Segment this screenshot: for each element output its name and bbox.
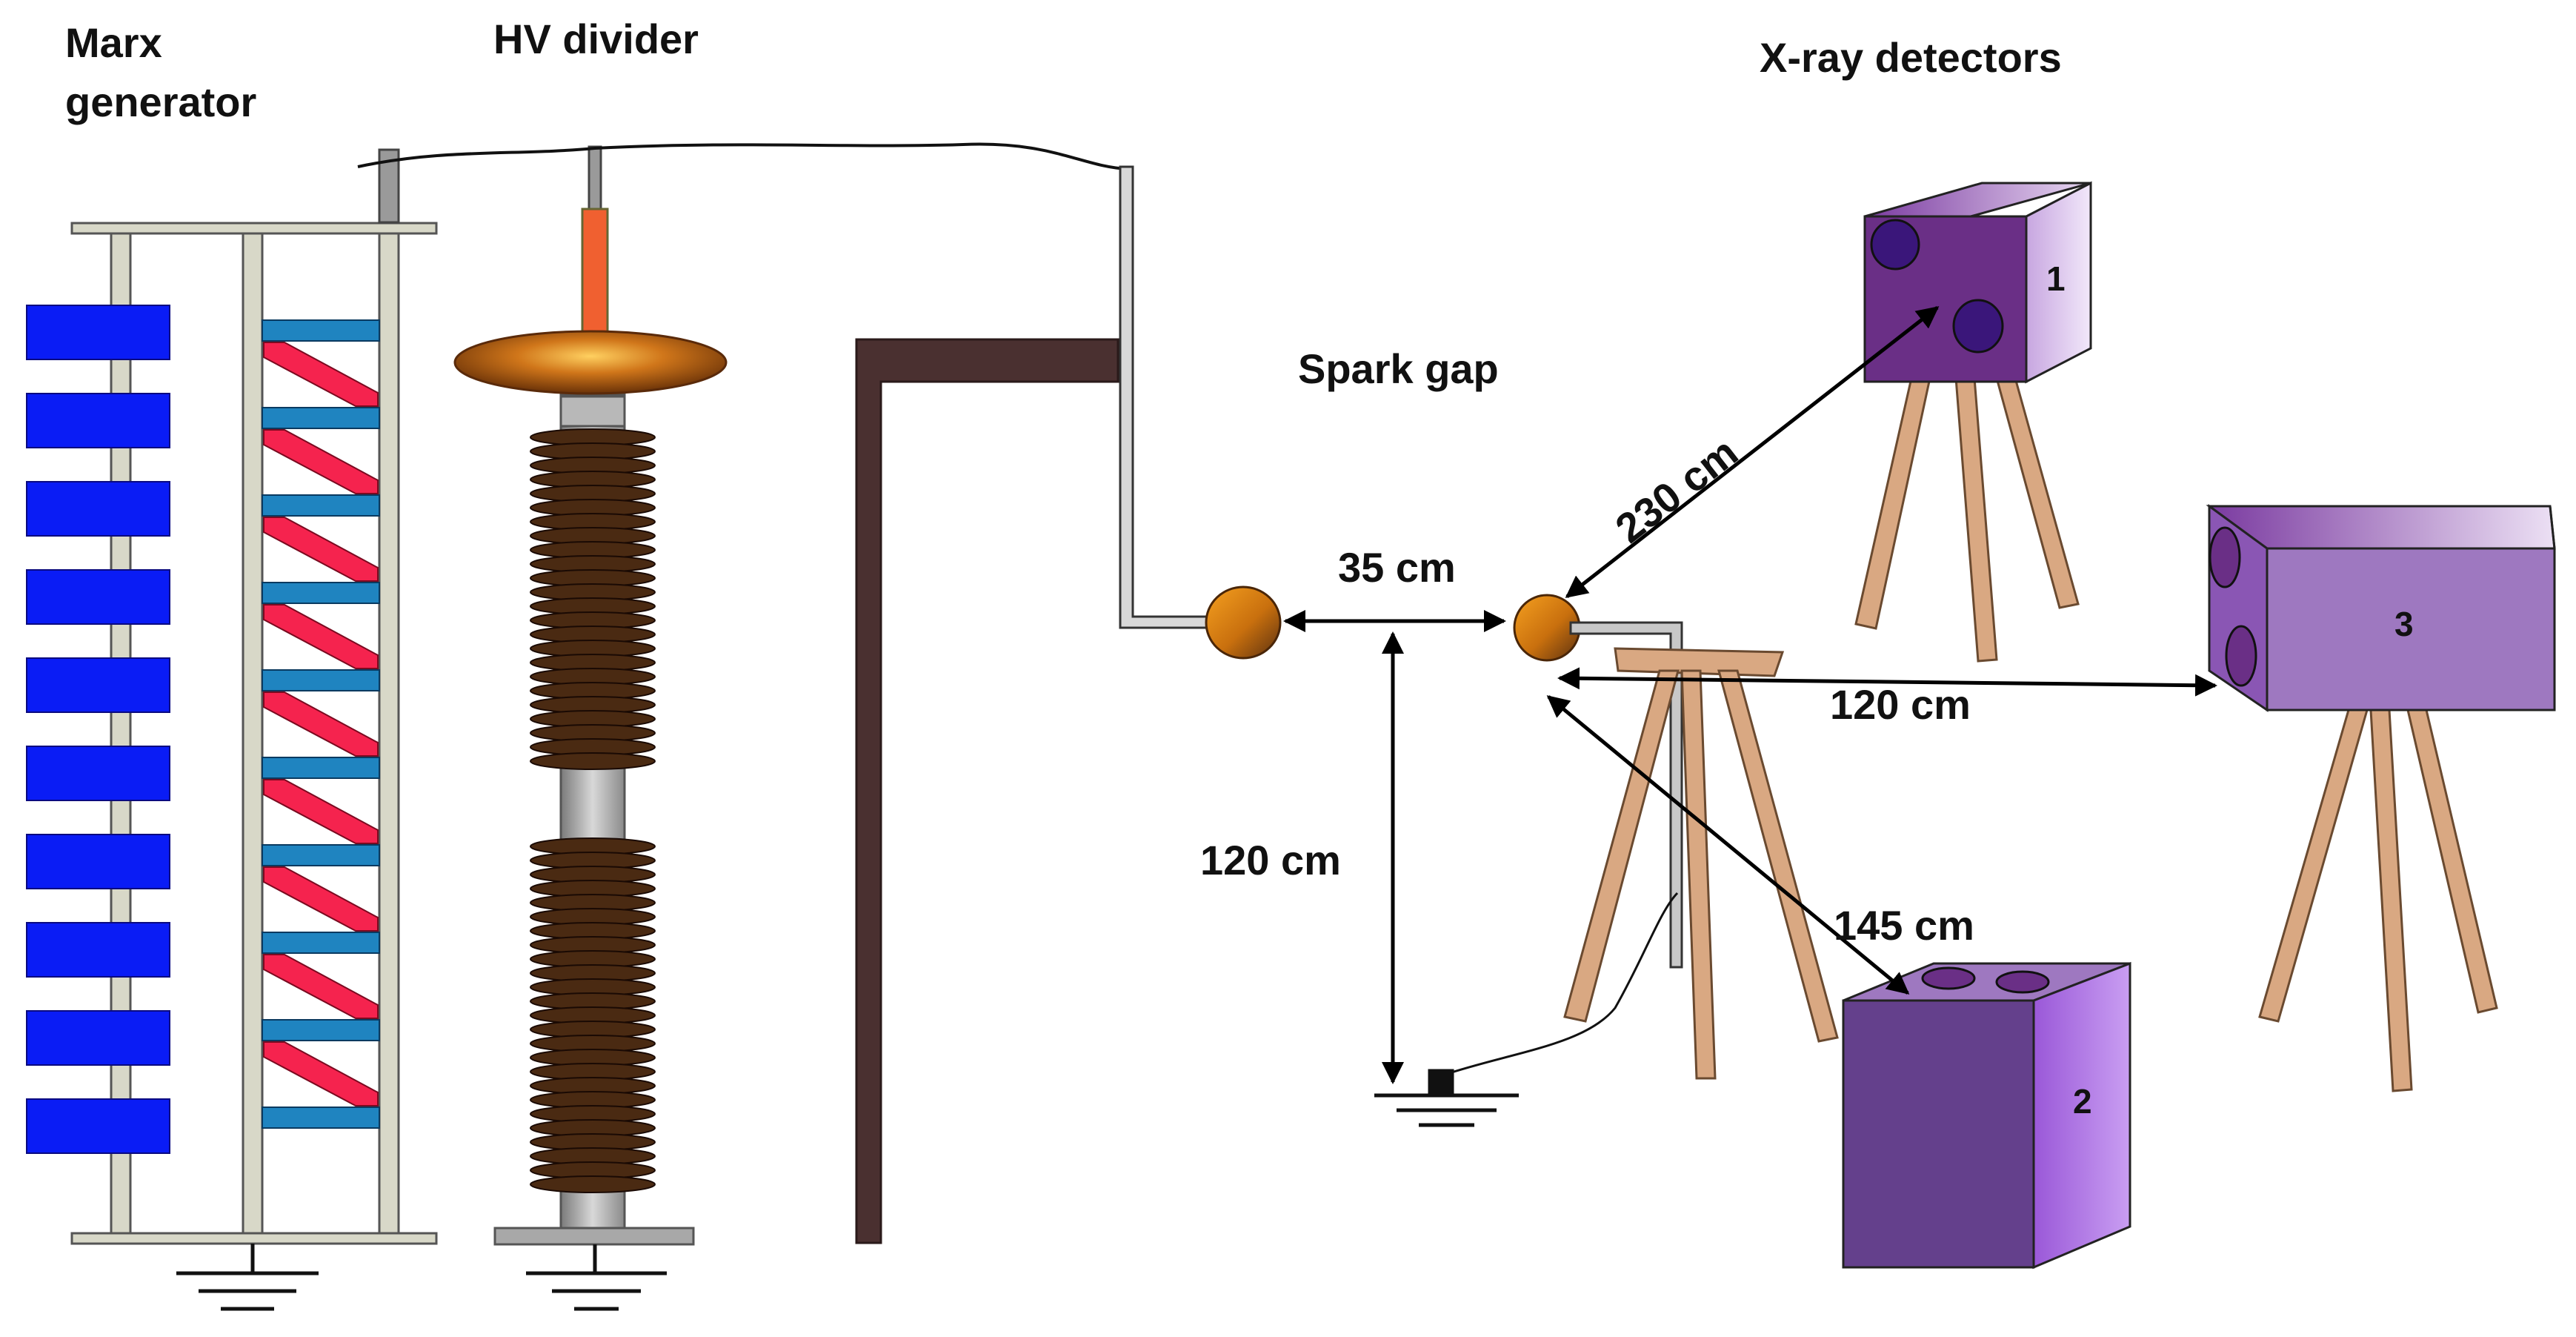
xray-detectors-label: X-ray detectors (1760, 34, 2062, 81)
ground-symbol-marx (176, 1244, 319, 1311)
detector-3-number: 3 (2394, 605, 2414, 643)
divider-rod (581, 208, 609, 340)
marx-rung (262, 407, 380, 429)
marx-capacitor (26, 305, 170, 360)
marx-bottom-plate (70, 1232, 438, 1245)
hv-divider (453, 145, 728, 1246)
marx-post-left (110, 232, 132, 1235)
arrow-detector-1 (1565, 306, 1940, 598)
marx-resistor (263, 954, 379, 1019)
detector-2-window-a (1921, 966, 1976, 990)
marx-capacitor (26, 657, 170, 713)
distance-detector1-label: 230 cm (1607, 428, 1746, 552)
marx-capacitor (26, 922, 170, 978)
marx-label-line2: generator (65, 79, 256, 125)
marx-post-right (378, 232, 400, 1235)
marx-capacitor (26, 1098, 170, 1154)
spark-gap-label: Spark gap (1298, 345, 1499, 392)
detector-2-number: 2 (2073, 1082, 2092, 1121)
marx-resistor (263, 1041, 379, 1107)
detector-3-window-b (2225, 625, 2257, 687)
marx-rung (262, 582, 380, 604)
ground-wire (1440, 892, 1679, 1086)
divider-insulator-sheds (530, 428, 656, 1193)
marx-capacitor (26, 746, 170, 801)
detector-3-window-a (2209, 526, 2241, 588)
distance-detector3-label: 120 cm (1830, 681, 1971, 728)
detector-1-window-b (1952, 299, 2004, 354)
return-frame (855, 338, 1119, 1244)
divider-top-terminal (588, 145, 602, 210)
marx-resistor (263, 604, 379, 669)
hv-connection-wire (357, 142, 1128, 170)
dimension-arrows (1283, 306, 2217, 1084)
detector-2-window-b (1995, 970, 2050, 994)
hv-lead (1119, 165, 1217, 629)
marx-resistor (263, 866, 379, 932)
marx-rung (262, 932, 380, 954)
ground-symbol-divider (526, 1244, 667, 1311)
distance-height-label: 120 cm (1200, 837, 1341, 883)
marx-resistor (263, 517, 379, 582)
marx-label-line1: Marx (65, 19, 162, 66)
marx-rung (262, 319, 380, 342)
distance-detector2-label: 145 cm (1834, 902, 1974, 949)
marx-resistor (263, 691, 379, 757)
detector-3-front (2266, 547, 2556, 711)
marx-rung (262, 494, 380, 517)
detector-1-number: 1 (2046, 259, 2066, 298)
marx-capacitor (26, 393, 170, 448)
hv-electrode (1205, 585, 1282, 660)
spark-gap-tripod (1563, 647, 1839, 1080)
ground-symbol-spark-gap (1374, 1069, 1519, 1127)
grading-torus (453, 330, 728, 395)
marx-capacitor (26, 1010, 170, 1066)
xray-detector-1 (1854, 181, 2092, 663)
divider-shed (530, 752, 656, 770)
marx-resistor (263, 429, 379, 494)
marx-rung (262, 844, 380, 866)
marx-spark-gap-ladder (262, 319, 380, 1129)
marx-top-plate (70, 222, 438, 235)
arrow-detector-3 (1557, 667, 2217, 697)
distance-gap-label: 35 cm (1338, 544, 1456, 591)
marx-rung (262, 669, 380, 691)
divider-shed (530, 1175, 656, 1193)
detector-2-front (1842, 999, 2035, 1269)
marx-capacitor (26, 834, 170, 889)
marx-rung (262, 757, 380, 779)
marx-rung (262, 1107, 380, 1129)
marx-capacitor-stack (26, 305, 170, 1154)
marx-capacitor (26, 481, 170, 537)
divider-base (493, 1227, 695, 1246)
divider-column-cap (559, 395, 626, 428)
marx-rung (262, 1019, 380, 1041)
marx-resistor (263, 779, 379, 844)
marx-capacitor (26, 569, 170, 625)
detector-1-window-a (1870, 219, 1920, 271)
marx-generator (26, 148, 438, 1245)
marx-resistor (263, 342, 379, 407)
xray-detector-2 (1842, 961, 2131, 1270)
xray-detector-3 (2206, 504, 2556, 1092)
marx-post-middle (242, 232, 264, 1235)
arrow-detector-2 (1546, 695, 1910, 995)
detector-3-top (2206, 505, 2556, 550)
hv-divider-label: HV divider (493, 16, 699, 62)
